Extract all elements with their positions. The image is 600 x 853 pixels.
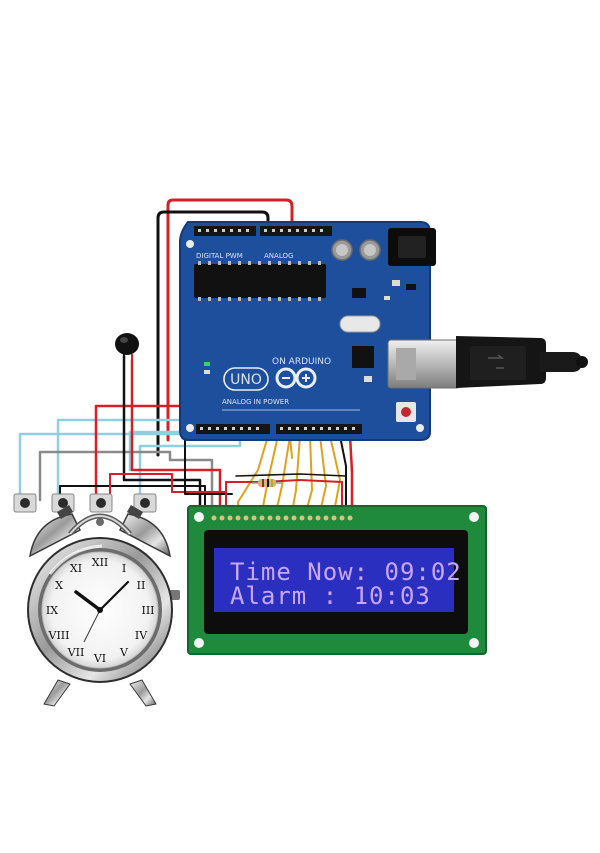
model-text: UNO [230, 372, 262, 388]
lcd-screen [214, 548, 454, 612]
lcd-line-1: Time Now: 09:02 [230, 558, 462, 586]
svg-text:V: V [119, 646, 129, 659]
crystal [339, 315, 381, 333]
svg-text:VI: VI [93, 652, 106, 665]
svg-text:XII: XII [92, 556, 109, 569]
silk-power: ANALOG IN POWER [222, 398, 289, 406]
resistor [252, 479, 282, 487]
alarm-clock: XII I II III IV V VI VII VIII IX X XI [27, 505, 180, 707]
arduino-logo [275, 367, 317, 389]
clock-minute-hand [98, 580, 130, 612]
svg-text:II: II [137, 579, 146, 592]
svg-text:III: III [141, 604, 154, 617]
buzzer [115, 333, 139, 362]
digital-header [194, 226, 332, 236]
push-button-1 [13, 493, 37, 513]
clock-second-hand [83, 609, 101, 643]
svg-text:VII: VII [67, 646, 85, 659]
lcd-module: Time Now: 09:02 Alarm : 10:03 [187, 505, 487, 655]
clock-hour-hand [74, 590, 102, 612]
usb-cable [387, 336, 588, 389]
svg-text:XI: XI [70, 562, 82, 575]
clock-bell-left [29, 505, 82, 558]
power-analog-header [196, 424, 362, 434]
microcontroller-chip [194, 264, 326, 298]
lcd-line-2: Alarm : 10:03 [230, 582, 431, 610]
push-button-3 [89, 493, 113, 513]
svg-text:IV: IV [135, 629, 148, 642]
svg-text:I: I [122, 562, 126, 575]
silk-analog: ANALOG [264, 252, 293, 260]
clock-numerals: XII I II III IV V VI VII VIII IX X XI [46, 556, 155, 665]
svg-text:X: X [55, 579, 63, 592]
svg-text:VIII: VIII [48, 629, 70, 642]
silk-digital: DIGITAL PWM [196, 252, 243, 260]
arduino-uno-board: DIGITAL PWM ANALOG [179, 221, 436, 441]
brand-text: ON ARDUINO [272, 357, 331, 367]
clock-bell-right [118, 505, 171, 558]
push-button-4 [133, 493, 157, 513]
svg-text:IX: IX [46, 604, 58, 617]
